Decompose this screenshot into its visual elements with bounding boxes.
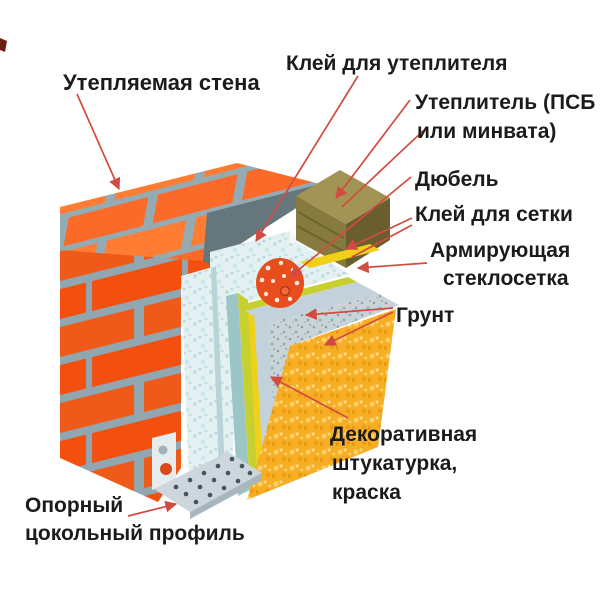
- leader-glue-mesh-b: [351, 224, 413, 258]
- leader-primer-b: [323, 311, 394, 346]
- label-decor-line3: краска: [332, 481, 401, 504]
- leader-profile: [127, 500, 178, 517]
- leader-decor: [269, 376, 349, 419]
- foam-slab: [216, 242, 350, 470]
- label-glue-mesh: Клей для сетки: [415, 203, 573, 226]
- profile-flange: [154, 452, 262, 512]
- label-primer: Грунт: [396, 304, 454, 327]
- label-dowel: Дюбель: [415, 168, 499, 191]
- wool-striation: [296, 225, 346, 253]
- leader-wall: [76, 93, 121, 191]
- label-insulated-wall: Утепляемая стена: [63, 70, 260, 95]
- leader-mesh: [356, 261, 428, 274]
- label-mesh-line2: стеклосетка: [443, 267, 569, 290]
- profile-back-plate: [152, 432, 176, 490]
- leader-glue-mesh-a: [344, 217, 413, 250]
- label-decor-line1: Декоративная: [330, 423, 477, 446]
- profile-perforation: [173, 456, 253, 505]
- brick-wall-top: [60, 163, 320, 261]
- wool-striation: [297, 211, 345, 239]
- primer-band: [245, 282, 379, 323]
- glass-mesh-strip: [238, 293, 258, 490]
- glass-mesh-band-bright: [300, 244, 380, 268]
- profile-flange-edge: [190, 473, 262, 519]
- label-mesh-line1: Армирующая: [430, 239, 570, 262]
- leader-insulation-b: [341, 129, 425, 208]
- leader-dowel: [289, 176, 412, 278]
- mesh-glue-strip: [226, 293, 250, 496]
- edge-artifact-mark: [0, 38, 7, 52]
- mineral-wool-front: [296, 196, 346, 268]
- foam-insulation: [181, 231, 350, 508]
- dowel-pin-hole: [279, 285, 291, 297]
- label-profile-line1: Опорный: [25, 494, 123, 517]
- label-glue-insulation: Клей для утеплителя: [286, 52, 507, 75]
- glass-mesh-strip-bright: [248, 304, 264, 487]
- label-profile-line2: цокольный профиль: [25, 522, 245, 545]
- profile-hole: [158, 445, 168, 455]
- label-insulation-line1: Утеплитель (ПСБ: [415, 91, 595, 114]
- dowel-disc: [256, 258, 304, 308]
- label-insulation-line2: или минвата): [417, 120, 556, 143]
- foam-column-shade: [211, 266, 226, 496]
- leader-glue-insulation: [255, 75, 359, 243]
- leader-insulation-a: [335, 99, 411, 199]
- base-profile: [152, 432, 262, 519]
- plaster-band: [267, 294, 399, 346]
- labels: Утепляемая стена Клей для утеплителя Уте…: [25, 52, 595, 545]
- leader-primer-a: [304, 307, 394, 321]
- leader-lines: [76, 75, 428, 517]
- insulation-glue-layer: [203, 184, 326, 264]
- label-decor-line2: штукатурка,: [332, 452, 457, 475]
- profile-hole-open: [160, 463, 172, 475]
